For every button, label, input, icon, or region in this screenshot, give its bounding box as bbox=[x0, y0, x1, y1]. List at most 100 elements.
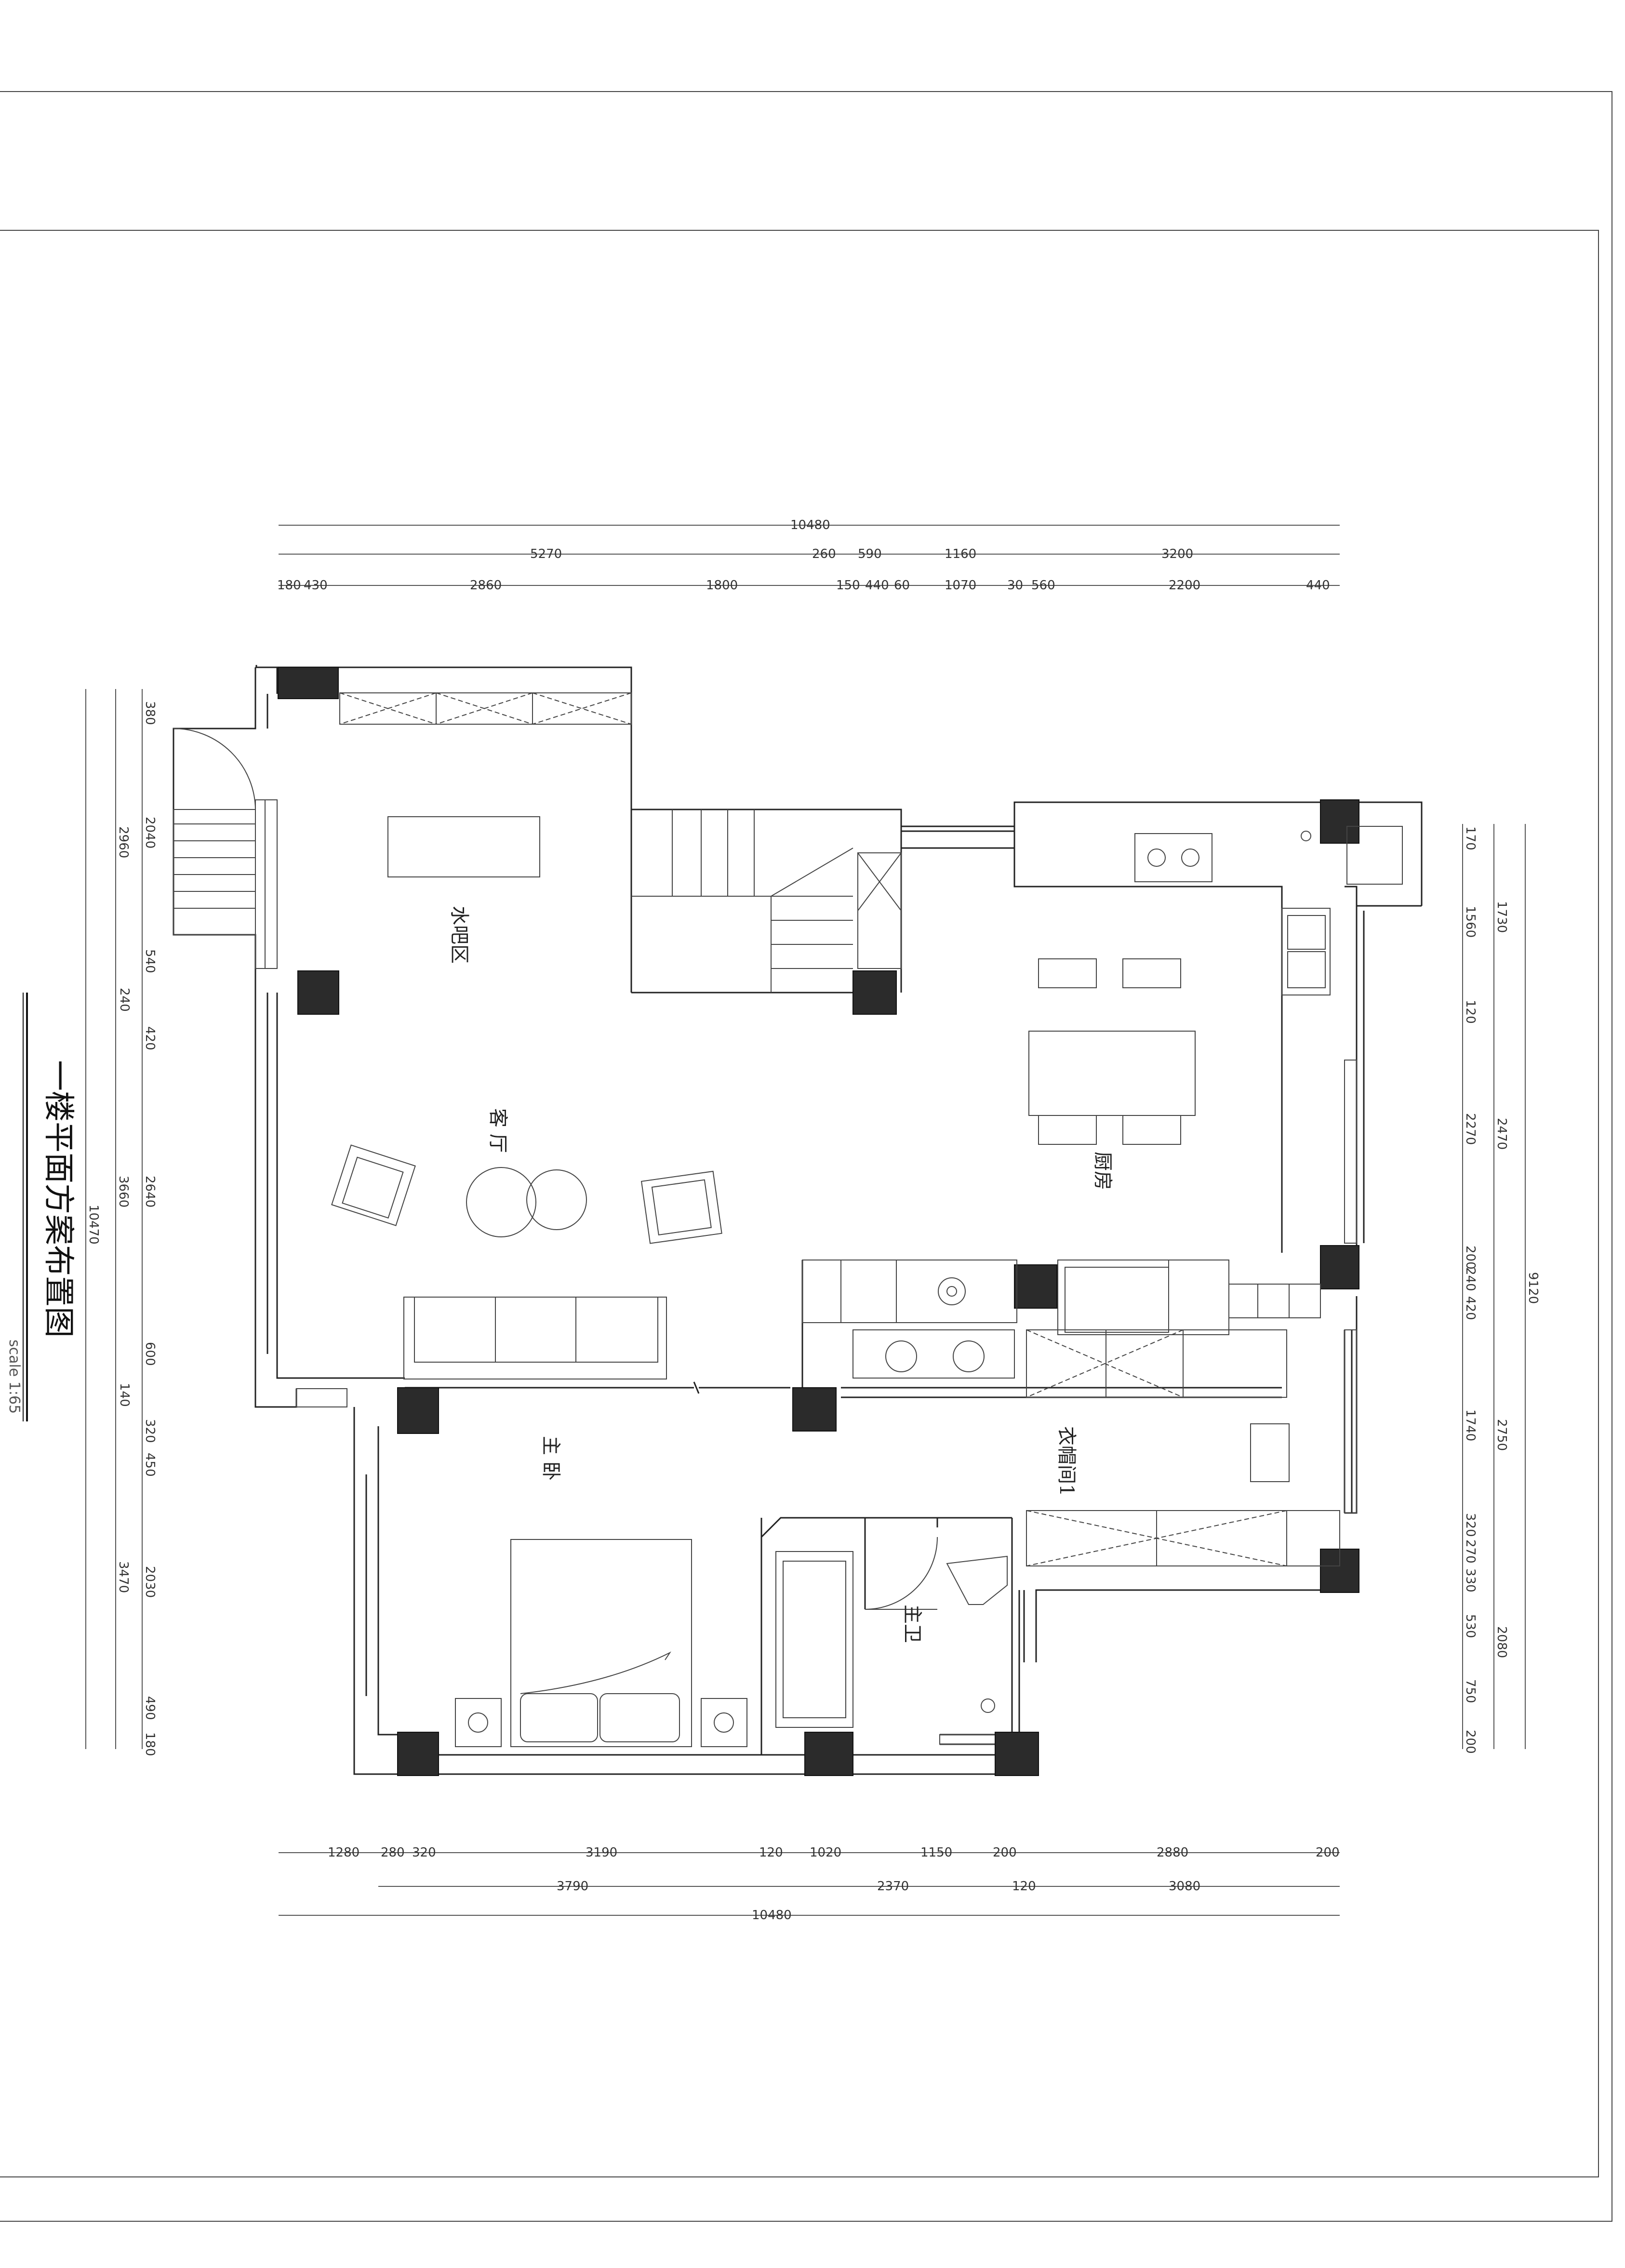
top-cabinet bbox=[339, 692, 632, 725]
svg-text:2880: 2880 bbox=[1157, 1845, 1188, 1860]
svg-text:530: 530 bbox=[1463, 1614, 1478, 1638]
dining-set bbox=[1028, 958, 1196, 1145]
svg-text:1280: 1280 bbox=[328, 1845, 360, 1860]
svg-text:270: 270 bbox=[1463, 1539, 1478, 1564]
svg-text:1560: 1560 bbox=[1463, 906, 1478, 938]
svg-text:600: 600 bbox=[143, 1342, 157, 1366]
svg-text:2080: 2080 bbox=[1494, 1626, 1509, 1658]
svg-text:200: 200 bbox=[993, 1845, 1017, 1860]
cloak-seat bbox=[1250, 1423, 1290, 1482]
svg-text:30: 30 bbox=[1007, 578, 1023, 593]
coffee-table-small bbox=[526, 1169, 587, 1230]
svg-text:750: 750 bbox=[1463, 1679, 1478, 1703]
svg-text:120: 120 bbox=[759, 1845, 783, 1860]
svg-text:1070: 1070 bbox=[945, 578, 976, 593]
walls bbox=[173, 665, 1423, 1775]
svg-text:380: 380 bbox=[143, 701, 157, 725]
svg-text:3200: 3200 bbox=[1161, 547, 1193, 561]
window-right-cloak bbox=[1344, 1329, 1357, 1513]
dimension-lines bbox=[85, 525, 1526, 1916]
svg-text:2200: 2200 bbox=[1169, 578, 1200, 593]
svg-text:1800: 1800 bbox=[706, 578, 738, 593]
window-right-kitchen bbox=[1344, 1060, 1357, 1244]
armchair-right bbox=[640, 1170, 722, 1244]
svg-text:120: 120 bbox=[1463, 1000, 1478, 1024]
columns bbox=[278, 667, 1359, 1776]
inner-frame bbox=[0, 230, 1599, 2177]
svg-text:180: 180 bbox=[277, 578, 301, 593]
coffee-table-large bbox=[466, 1167, 536, 1237]
svg-text:200: 200 bbox=[1463, 1246, 1478, 1270]
armchair-left bbox=[331, 1144, 416, 1226]
drawing-title: 一楼平面方案布置图 bbox=[40, 1060, 76, 1338]
room-label-cloakroom: 衣帽间1 bbox=[1055, 1426, 1078, 1496]
window-left-upper bbox=[255, 799, 278, 969]
svg-text:2750: 2750 bbox=[1494, 1419, 1509, 1451]
dim-bottom-total: 10480 bbox=[752, 1908, 792, 1923]
floor-drain bbox=[981, 1698, 995, 1713]
svg-text:1020: 1020 bbox=[810, 1845, 841, 1860]
dim-right-inner: 170 1560 120 2270 200 240 420 1740 320 2… bbox=[1463, 826, 1478, 1754]
svg-text:120: 120 bbox=[1012, 1879, 1036, 1894]
dim-top-row2: 5270 260 590 1160 3200 bbox=[530, 547, 1193, 561]
svg-text:430: 430 bbox=[304, 578, 328, 593]
svg-text:140: 140 bbox=[117, 1383, 132, 1407]
cloak-cabinet-top bbox=[1026, 1329, 1287, 1398]
svg-text:440: 440 bbox=[1306, 578, 1330, 593]
svg-text:150: 150 bbox=[836, 578, 860, 593]
svg-text:2030: 2030 bbox=[143, 1566, 157, 1598]
svg-text:240: 240 bbox=[117, 988, 132, 1012]
svg-text:5270: 5270 bbox=[530, 547, 562, 561]
svg-text:1160: 1160 bbox=[945, 547, 976, 561]
svg-text:170: 170 bbox=[1463, 826, 1478, 850]
svg-text:180: 180 bbox=[143, 1732, 157, 1756]
svg-text:2960: 2960 bbox=[116, 826, 131, 858]
main-stair bbox=[631, 809, 902, 993]
bar-counter bbox=[387, 816, 540, 877]
svg-text:1150: 1150 bbox=[920, 1845, 952, 1860]
dim-right-outer: 9120 bbox=[1526, 1272, 1540, 1304]
window-bath-bottom bbox=[939, 1734, 998, 1745]
dim-top-total: 10480 bbox=[790, 518, 830, 532]
svg-text:540: 540 bbox=[143, 949, 157, 973]
svg-text:590: 590 bbox=[858, 547, 882, 561]
svg-text:200: 200 bbox=[1316, 1845, 1340, 1860]
svg-text:330: 330 bbox=[1463, 1568, 1478, 1592]
window-bottom-left bbox=[296, 1388, 347, 1407]
dim-top-row3: 180 430 2860 1800 150 440 60 1070 30 560… bbox=[277, 578, 1330, 593]
svg-text:240: 240 bbox=[1463, 1267, 1478, 1291]
svg-text:560: 560 bbox=[1031, 578, 1055, 593]
svg-text:280: 280 bbox=[381, 1845, 405, 1860]
entry-door bbox=[173, 728, 256, 810]
dim-left-outer: 10470 bbox=[86, 1205, 101, 1245]
svg-text:420: 420 bbox=[143, 1026, 157, 1050]
cloak-cabinet-bottom bbox=[1026, 1510, 1340, 1566]
drawing-scale: scale 1:65 bbox=[6, 1340, 23, 1414]
svg-text:60: 60 bbox=[894, 578, 910, 593]
svg-text:200: 200 bbox=[1463, 1730, 1478, 1754]
room-label-master-bed: 主 卧 bbox=[540, 1436, 562, 1481]
room-label-kitchen: 厨房 bbox=[1092, 1152, 1114, 1190]
svg-text:3080: 3080 bbox=[1169, 1879, 1200, 1894]
dim-bottom-row1: 1280 280 320 3190 120 1020 1150 200 2880… bbox=[328, 1845, 1340, 1860]
svg-text:490: 490 bbox=[143, 1696, 157, 1720]
bed bbox=[455, 1539, 747, 1747]
outer-frame bbox=[0, 91, 1612, 2222]
svg-text:320: 320 bbox=[412, 1845, 436, 1860]
cabinet-row-upper bbox=[802, 1260, 1321, 1335]
svg-text:2370: 2370 bbox=[877, 1879, 909, 1894]
dim-bottom-row2: 3790 2370 120 3080 bbox=[557, 1879, 1200, 1894]
svg-text:320: 320 bbox=[1463, 1513, 1478, 1537]
room-label-master-bath: 主卫 bbox=[901, 1605, 923, 1643]
svg-text:420: 420 bbox=[1463, 1296, 1478, 1320]
entry-stair bbox=[173, 809, 256, 935]
svg-text:2270: 2270 bbox=[1463, 1113, 1478, 1145]
dim-left-mid: 2960 3660 3470 bbox=[116, 826, 131, 1593]
room-label-living: 客 厅 bbox=[487, 1108, 509, 1153]
svg-text:1730: 1730 bbox=[1494, 901, 1509, 933]
svg-text:3660: 3660 bbox=[116, 1176, 131, 1207]
svg-text:2040: 2040 bbox=[143, 817, 157, 849]
kitchen-counter bbox=[1134, 826, 1403, 995]
svg-text:320: 320 bbox=[143, 1419, 157, 1443]
svg-text:1740: 1740 bbox=[1463, 1409, 1478, 1441]
